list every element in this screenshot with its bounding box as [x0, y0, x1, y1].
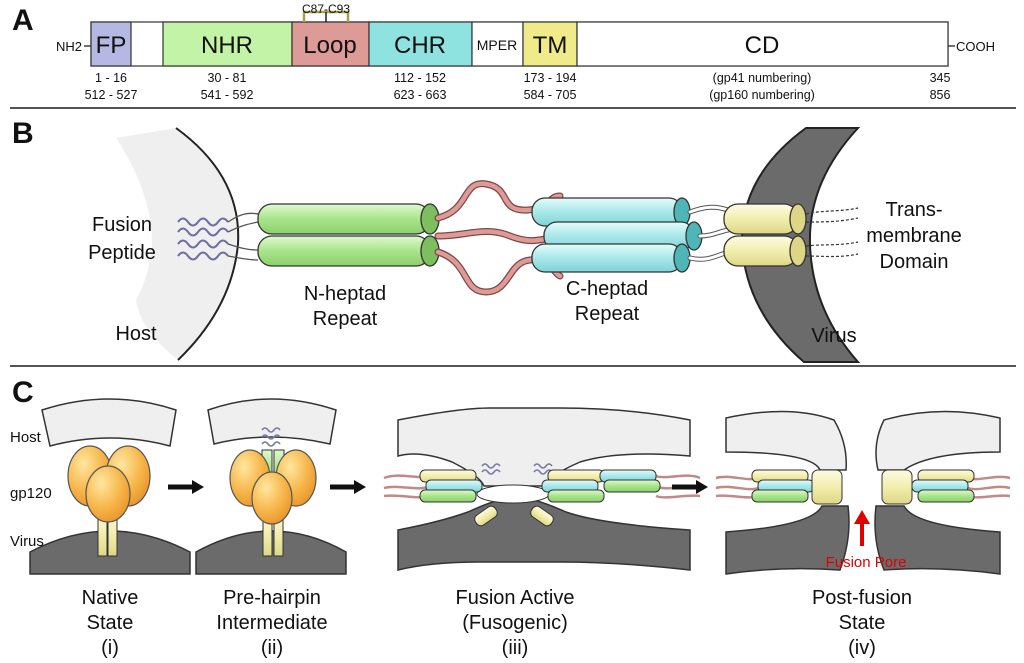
host-membrane-i [41, 398, 177, 447]
stage-iv-postfusion [715, 410, 1011, 575]
stage-i-line2: State [87, 612, 134, 634]
fusion-peptide-label-2: Peptide [88, 242, 156, 264]
left-six-helix-bundle [383, 469, 483, 503]
tm-anchors-iii [474, 505, 554, 527]
gp120-subunit [251, 471, 293, 525]
c-terminus-label: COOH [956, 39, 995, 54]
panel-b-label: B [12, 117, 34, 150]
chr-gp160-range: 623 - 663 [394, 88, 447, 102]
host-membrane-edge [175, 127, 240, 361]
stage-iv-line2: State [839, 612, 886, 634]
stage-iii-line3: (iii) [502, 637, 529, 659]
panel-a-label: A [12, 4, 34, 37]
stage-iii-fusogenic [383, 407, 701, 571]
tm-gp41-range: 173 - 194 [524, 71, 577, 85]
tm-label-2: membrane [866, 225, 962, 247]
chr-label-2: Repeat [575, 303, 640, 325]
stage-i-line3: (i) [101, 637, 119, 659]
fp-gp160-range: 512 - 527 [85, 88, 138, 102]
panel-c-label: C [12, 376, 34, 409]
segment-cd-label: CD [745, 32, 780, 59]
segment-chr-label: CHR [394, 32, 446, 59]
arrow-i-ii-head [192, 480, 204, 494]
segment-cd [576, 21, 949, 67]
virus-label-b: Virus [811, 325, 856, 347]
fusion-pore-arrow-head [854, 510, 870, 524]
fp-gp41-range: 1 - 16 [95, 71, 127, 85]
tm-helices-b [723, 203, 807, 267]
segment-fp [90, 21, 132, 67]
stage-ii-prehairpin [195, 398, 347, 575]
segment-loop [291, 21, 370, 67]
nhr-helices-b [257, 203, 440, 267]
fusion-pore-label: Fusion Pore [826, 554, 907, 571]
gp120-subunit [85, 465, 131, 523]
host-label-c: Host [10, 429, 42, 446]
fp-linkers [227, 212, 259, 261]
stage-ii-line1: Pre-hairpin [223, 587, 321, 609]
segment-mper [471, 21, 524, 67]
end-gp160-residue: 856 [930, 88, 951, 102]
gp41-numbering-note: (gp41 numbering) [713, 71, 812, 85]
stage-i-native [29, 398, 191, 575]
host-membrane-ii [207, 398, 337, 445]
fusion-stalk [476, 484, 550, 504]
host-membrane-b [116, 128, 239, 360]
virus-membrane-iii [397, 499, 691, 571]
domain-bar [90, 21, 949, 67]
segment-mper-label: MPER [477, 37, 517, 53]
stage-ii-line3: (ii) [261, 637, 283, 659]
chr-helices-b [531, 197, 703, 273]
tm-gp160-range: 584 - 705 [524, 88, 577, 102]
segment-nhr [162, 21, 293, 67]
stage-iii-line1: Fusion Active [456, 587, 575, 609]
segment-nhr-label: NHR [201, 32, 253, 59]
fusion-peptides-b [177, 217, 229, 261]
stage-iii-line2: (Fusogenic) [462, 612, 568, 634]
nhr-gp41-range: 30 - 81 [208, 71, 247, 85]
disulfide-label: C87-C93 [302, 2, 350, 16]
nhr-gp160-range: 541 - 592 [201, 88, 254, 102]
right-bundle-iv [881, 469, 1011, 505]
chr-gp41-range: 112 - 152 [394, 71, 446, 85]
host-membrane-iii [397, 407, 691, 487]
nhr-label-2: Repeat [313, 308, 378, 330]
segment-tm-label: TM [533, 32, 568, 59]
end-gp41-residue: 345 [930, 71, 951, 85]
segment-fp-label: FP [96, 32, 127, 59]
virus-membrane-iv-right [874, 505, 1001, 575]
segment-tm [522, 21, 578, 67]
host-label-b: Host [115, 323, 157, 345]
segment-loop-label: Loop [303, 32, 356, 59]
stage-iv-line1: Post-fusion [812, 587, 912, 609]
tm-label-1: Trans- [885, 199, 942, 221]
host-membrane-iv-left [725, 410, 847, 471]
chr-label-1: C-heptad [566, 278, 648, 300]
stage-ii-line2: Intermediate [216, 612, 327, 634]
virus-label-c: Virus [10, 533, 44, 550]
gp120-label: gp120 [10, 485, 52, 502]
fusion-peptide-label-1: Fusion [92, 214, 152, 236]
virus-membrane-iv-left [725, 505, 850, 575]
stage-i-line1: Native [82, 587, 139, 609]
stage-iv-line3: (iv) [848, 637, 876, 659]
arrow-iii-iv-head [696, 480, 708, 494]
right-six-helix-bundle [541, 469, 701, 503]
left-bundle-iv [715, 469, 843, 505]
cd-tails-b [805, 207, 859, 258]
arrow-ii-iii-head [354, 480, 366, 494]
fusion-peptides-iii [481, 463, 553, 475]
gp160-numbering-note: (gp160 numbering) [709, 88, 815, 102]
n-terminus-label: NH2 [56, 39, 82, 54]
fusion-peptide-cluster [261, 427, 281, 447]
tm-label-3: Domain [880, 251, 949, 273]
nhr-label-1: N-heptad [304, 283, 386, 305]
host-membrane-iv-right [875, 410, 1001, 471]
